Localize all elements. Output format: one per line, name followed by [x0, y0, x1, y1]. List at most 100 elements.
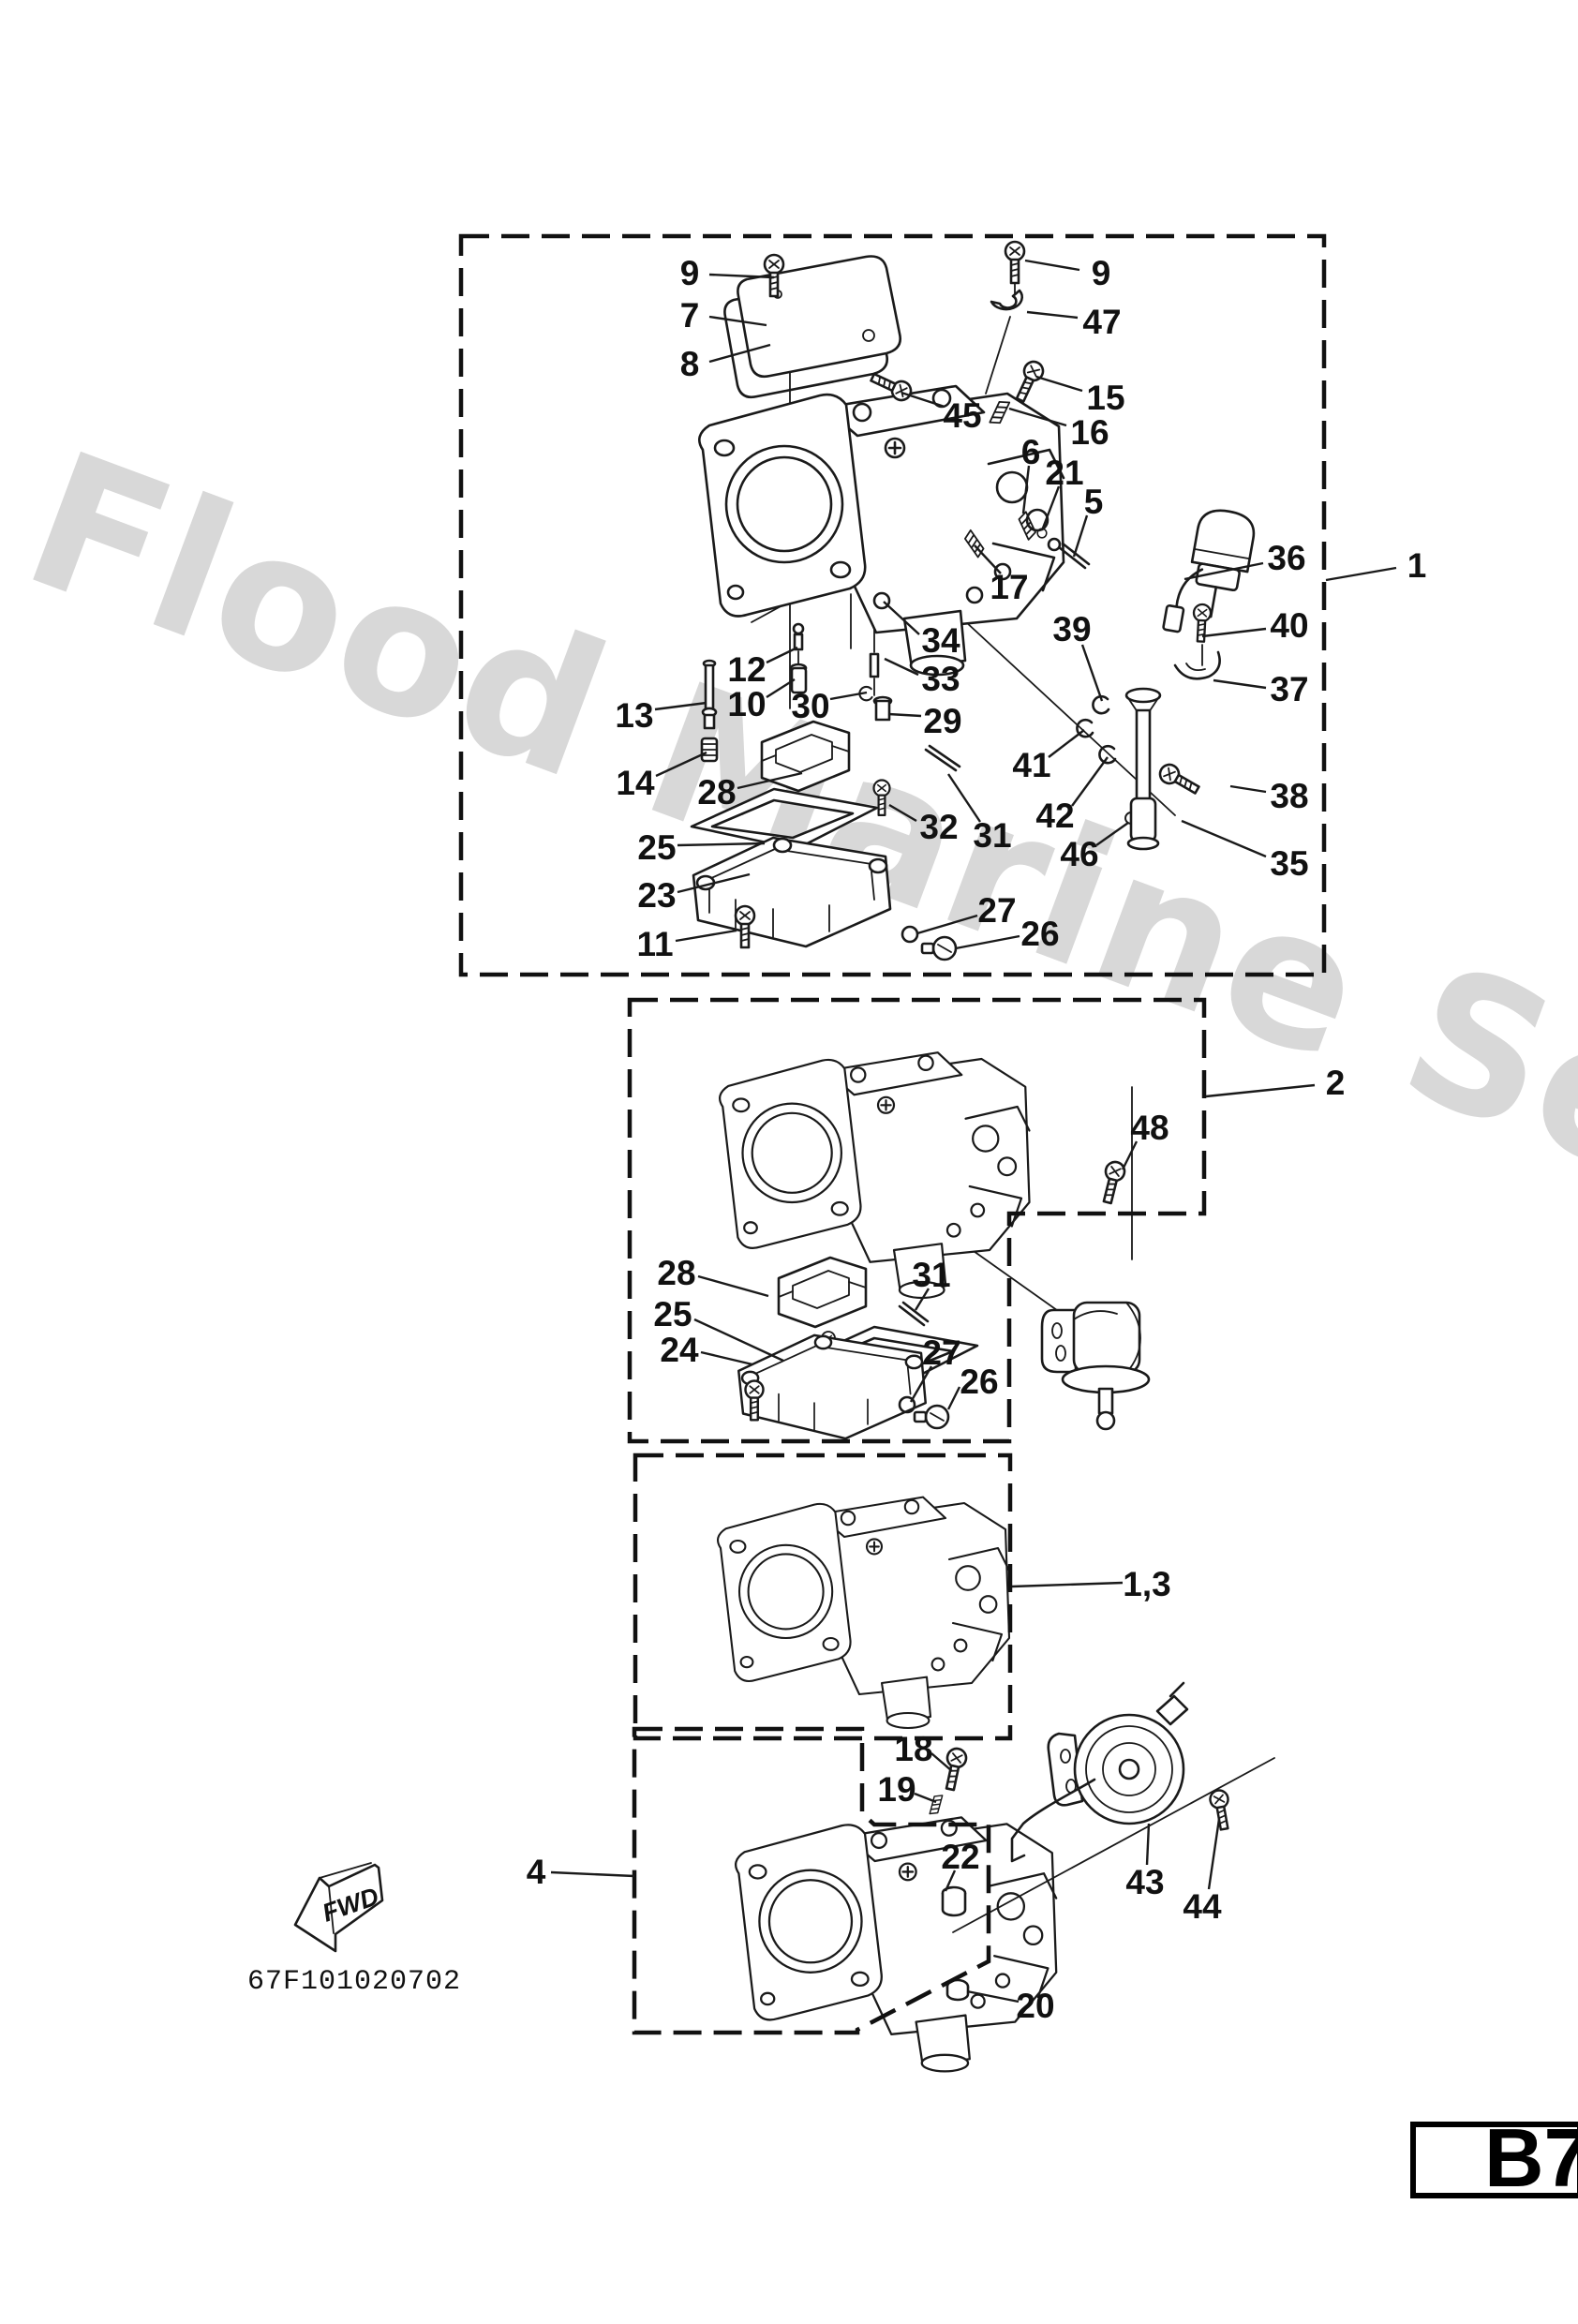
callout-leader-line — [1325, 566, 1397, 582]
assembly-3-drawing — [716, 1496, 1011, 1730]
callout-label-28: 28 — [657, 1254, 695, 1292]
callout-leader-line — [1072, 514, 1089, 558]
callout-label-6: 6 — [1021, 433, 1041, 471]
callout-label-25: 25 — [637, 828, 676, 867]
callout-leader-line — [1207, 1818, 1221, 1890]
page-tag: B7 — [1410, 2111, 1578, 2204]
callout-label-5: 5 — [1084, 483, 1104, 521]
callout-label-48: 48 — [1130, 1109, 1169, 1147]
callout-leader-line — [1201, 627, 1267, 638]
carburetor-assembly-2-box — [627, 997, 1207, 1444]
callout-label-26: 26 — [960, 1363, 998, 1401]
callout-leader-line — [708, 273, 775, 279]
callout-label-23: 23 — [637, 876, 676, 915]
callout-leader-line — [1008, 407, 1067, 427]
callout-label-37: 37 — [1270, 670, 1308, 708]
callout-leader-line — [1229, 784, 1267, 794]
callout-label-26: 26 — [1020, 915, 1059, 953]
callout-leader-line — [1021, 465, 1031, 514]
carburetor-assembly-4-box — [632, 1726, 991, 2035]
callout-label-10: 10 — [727, 685, 766, 723]
callout-leader-line — [909, 1365, 933, 1403]
callout-leader-line — [1080, 644, 1104, 702]
callout-leader-line — [1011, 1581, 1124, 1588]
callout-label-19: 19 — [877, 1770, 916, 1809]
callout-leader-line — [966, 1989, 1020, 2004]
solenoid-unit — [1040, 1301, 1151, 1431]
callout-leader-line — [883, 601, 920, 635]
callout-label-35: 35 — [1270, 844, 1308, 883]
callout-leader-line — [1095, 822, 1129, 846]
callout-leader-line — [675, 929, 737, 943]
callout-leader-line — [946, 1386, 961, 1410]
callout-label-8: 8 — [680, 345, 700, 383]
carburetor-body-2 — [718, 1051, 1031, 1300]
callout-label-18: 18 — [894, 1730, 932, 1768]
group-boxes-layer — [458, 233, 1327, 2035]
callout-label-16: 16 — [1070, 413, 1109, 452]
assembly-1-drawing — [690, 240, 1258, 961]
callout-leader-line — [677, 872, 751, 894]
callout-leader-line — [766, 646, 798, 664]
callout-leader-line — [947, 773, 981, 823]
callout-label-27: 27 — [977, 891, 1016, 930]
callout-label-9: 9 — [680, 254, 700, 292]
callout-label-1: 1 — [1407, 546, 1427, 585]
callout-leader-line — [916, 914, 978, 935]
callout-leader-line — [930, 1752, 953, 1772]
callout-leader-line — [887, 712, 922, 718]
cable-clamp-47 — [990, 289, 1024, 311]
callout-label-43: 43 — [1125, 1863, 1164, 1901]
callout-label-12: 12 — [727, 650, 766, 689]
callout-label-46: 46 — [1060, 835, 1098, 873]
callout-label-47: 47 — [1082, 303, 1121, 341]
callout-label-24: 24 — [660, 1331, 699, 1369]
callout-label-41: 41 — [1012, 746, 1050, 784]
callout-leader-line — [654, 701, 707, 711]
callout-leader-line — [697, 1274, 769, 1298]
callout-leader-line — [1071, 756, 1109, 807]
callout-label-20: 20 — [1016, 1987, 1054, 2025]
callout-label-9: 9 — [1092, 254, 1111, 292]
callout-leader-line — [1048, 729, 1085, 758]
callout-label-33: 33 — [921, 660, 960, 698]
callout-label-31: 31 — [912, 1256, 950, 1294]
callout-label-7: 7 — [680, 296, 700, 335]
callout-leader-line — [955, 934, 1020, 950]
callout-leader-line — [550, 1870, 635, 1878]
callout-label-25: 25 — [653, 1295, 692, 1333]
carburetor-body-4 — [734, 1816, 1058, 2073]
callout-leader-line — [700, 1350, 753, 1366]
callout-label-38: 38 — [1270, 777, 1308, 815]
callout-leader-line — [914, 1288, 930, 1311]
carburetor-assembly-3-box — [633, 1452, 1013, 1741]
callout-label-29: 29 — [923, 702, 961, 740]
callout-leader-line — [901, 391, 945, 409]
callout-label-13: 13 — [615, 696, 653, 735]
callout-leader-line — [1213, 678, 1267, 690]
callout-label-34: 34 — [921, 621, 960, 660]
callout-leader-line — [1121, 1140, 1139, 1170]
callout-label-28: 28 — [697, 773, 736, 812]
callout-leader-line — [766, 678, 796, 699]
assembly-4-drawing — [734, 1681, 1275, 2073]
callout-label-2: 2 — [1326, 1064, 1346, 1102]
link-rod — [1010, 1778, 1096, 1863]
callout-leader-line — [888, 803, 917, 823]
callout-label-14: 14 — [616, 764, 655, 802]
callout-leader-line — [1026, 310, 1079, 320]
carburetor-body-3 — [716, 1496, 1011, 1730]
callout-label-45: 45 — [943, 396, 981, 435]
callout-label-32: 32 — [919, 808, 958, 846]
callout-label-27: 27 — [922, 1333, 960, 1372]
carburetor-assembly-1-box — [458, 233, 1327, 977]
callout-leader-line — [1184, 561, 1264, 581]
callout-label-36: 36 — [1267, 539, 1305, 577]
callout-label-30: 30 — [791, 687, 829, 725]
carburetor-body-1 — [697, 384, 1065, 677]
page-tag-text: B7 — [1484, 2111, 1578, 2204]
callout-label-44: 44 — [1183, 1887, 1222, 1926]
